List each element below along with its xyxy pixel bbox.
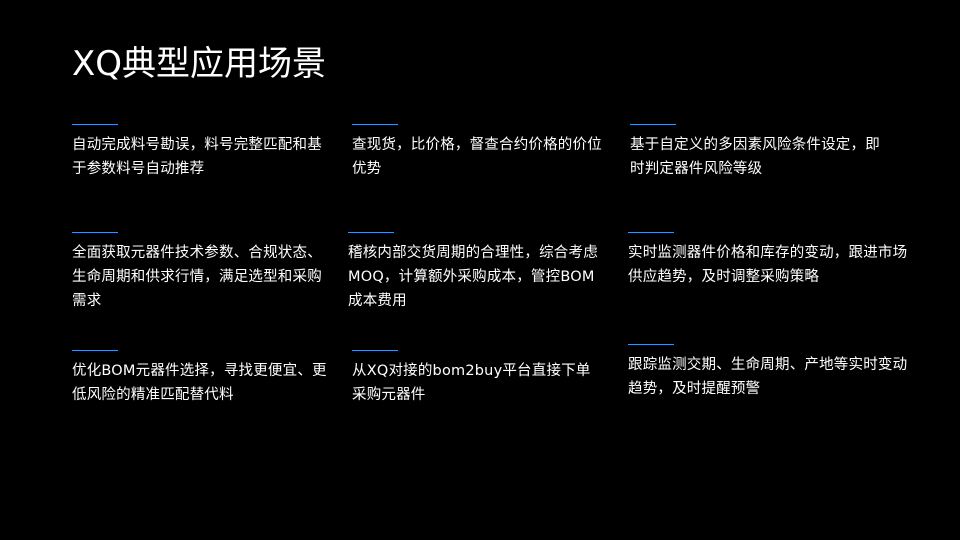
scenario-card-8: 从XQ对接的bom2buy平台直接下单采购元器件 bbox=[352, 350, 602, 407]
slide-title: XQ典型应用场景 bbox=[72, 44, 327, 84]
scenario-card-1: 自动完成料号勘误，料号完整匹配和基于参数料号自动推荐 bbox=[72, 124, 332, 181]
scenario-text: 自动完成料号勘误，料号完整匹配和基于参数料号自动推荐 bbox=[72, 137, 322, 177]
scenario-card-4: 全面获取元器件技术参数、合规状态、生命周期和供求行情，满足选型和采购需求 bbox=[72, 232, 327, 313]
accent-rule bbox=[352, 350, 398, 351]
scenario-card-9: 跟踪监测交期、生命周期、产地等实时变动趋势，及时提醒预警 bbox=[628, 344, 913, 401]
scenario-text: 实时监测器件价格和库存的变动，跟进市场供应趋势，及时调整采购策略 bbox=[628, 245, 908, 285]
scenario-text: 全面获取元器件技术参数、合规状态、生命周期和供求行情，满足选型和采购需求 bbox=[72, 245, 322, 309]
scenario-text: 从XQ对接的bom2buy平台直接下单采购元器件 bbox=[352, 363, 591, 403]
accent-rule bbox=[630, 124, 676, 125]
accent-rule bbox=[72, 350, 118, 351]
accent-rule bbox=[628, 232, 674, 233]
accent-rule bbox=[348, 232, 394, 233]
scenario-text: 优化BOM元器件选择，寻找更便宜、更低风险的精准匹配替代料 bbox=[72, 363, 327, 403]
accent-rule bbox=[352, 124, 398, 125]
accent-rule bbox=[628, 344, 674, 345]
scenario-card-5: 稽核内部交货周期的合理性，综合考虑MOQ，计算额外采购成本，管控BOM成本费用 bbox=[348, 232, 603, 313]
accent-rule bbox=[72, 124, 118, 125]
scenario-card-3: 基于自定义的多因素风险条件设定，即时判定器件风险等级 bbox=[630, 124, 885, 181]
scenario-text: 稽核内部交货周期的合理性，综合考虑MOQ，计算额外采购成本，管控BOM成本费用 bbox=[348, 245, 598, 309]
scenario-text: 跟踪监测交期、生命周期、产地等实时变动趋势，及时提醒预警 bbox=[628, 357, 908, 397]
scenario-card-6: 实时监测器件价格和库存的变动，跟进市场供应趋势，及时调整采购策略 bbox=[628, 232, 913, 289]
accent-rule bbox=[72, 232, 118, 233]
scenario-card-7: 优化BOM元器件选择，寻找更便宜、更低风险的精准匹配替代料 bbox=[72, 350, 337, 407]
scenario-text: 查现货，比价格，督查合约价格的价位优势 bbox=[352, 137, 602, 177]
scenario-text: 基于自定义的多因素风险条件设定，即时判定器件风险等级 bbox=[630, 137, 880, 177]
scenario-card-2: 查现货，比价格，督查合约价格的价位优势 bbox=[352, 124, 602, 181]
